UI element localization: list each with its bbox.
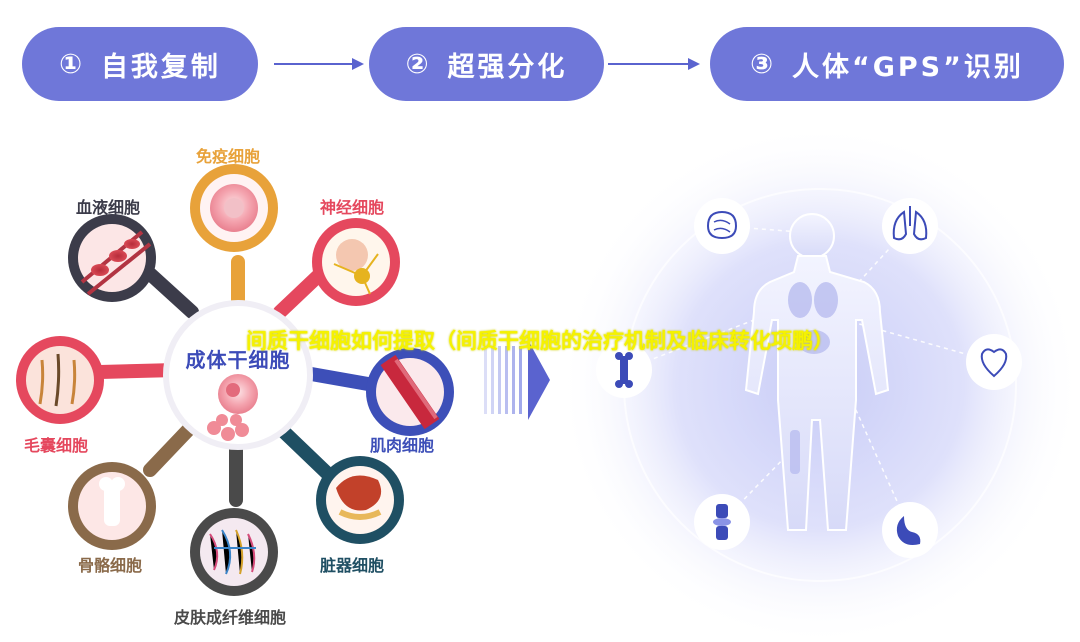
step-label: 超强分化 — [447, 51, 568, 83]
step-differentiation: ② 超强分化 — [369, 27, 604, 101]
step-number: ③ — [750, 48, 776, 80]
transition-arrow-icon — [484, 340, 550, 420]
step-arrow-icon — [608, 58, 700, 70]
body-gps-diagram — [560, 123, 1080, 642]
step-number: ① — [59, 48, 85, 80]
step-label: 人体“GPS”识别 — [791, 51, 1024, 83]
organ-node-knee — [694, 494, 750, 550]
cell-label-nerve: 神经细胞 — [320, 198, 385, 217]
overlay-title: 间质干细胞如何提取（间质干细胞的治疗机制及临床转化项鹏） — [246, 329, 834, 353]
human-body-icon — [744, 213, 890, 531]
cell-label-organ: 脏器细胞 — [320, 556, 385, 575]
center-stem-cell-label: 成体干细胞 — [185, 348, 291, 372]
step-self-replication: ① 自我复制 — [22, 27, 258, 101]
cell-label-blood: 血液细胞 — [76, 198, 141, 217]
cell-label-immune: 免疫细胞 — [196, 147, 261, 166]
organ-node-stomach — [882, 502, 938, 558]
step-label: 自我复制 — [100, 51, 221, 83]
organ-node-lungs — [882, 198, 938, 254]
cell-label-muscle: 肌肉细胞 — [370, 436, 435, 455]
organ-node-heart — [966, 334, 1022, 390]
step-gps-recognition: ③ 人体“GPS”识别 — [710, 27, 1064, 101]
organ-node-bone — [596, 342, 652, 398]
stem-cell-diagram — [16, 164, 454, 596]
cell-label-bone: 骨骼细胞 — [78, 556, 143, 575]
step-arrow-icon — [274, 58, 364, 70]
cell-label-skin-fibroblast: 皮肤成纤维细胞 — [174, 608, 287, 627]
step-number: ② — [405, 48, 432, 80]
cell-label-hair-follicle: 毛囊细胞 — [24, 436, 89, 455]
organ-node-brain — [694, 198, 750, 254]
